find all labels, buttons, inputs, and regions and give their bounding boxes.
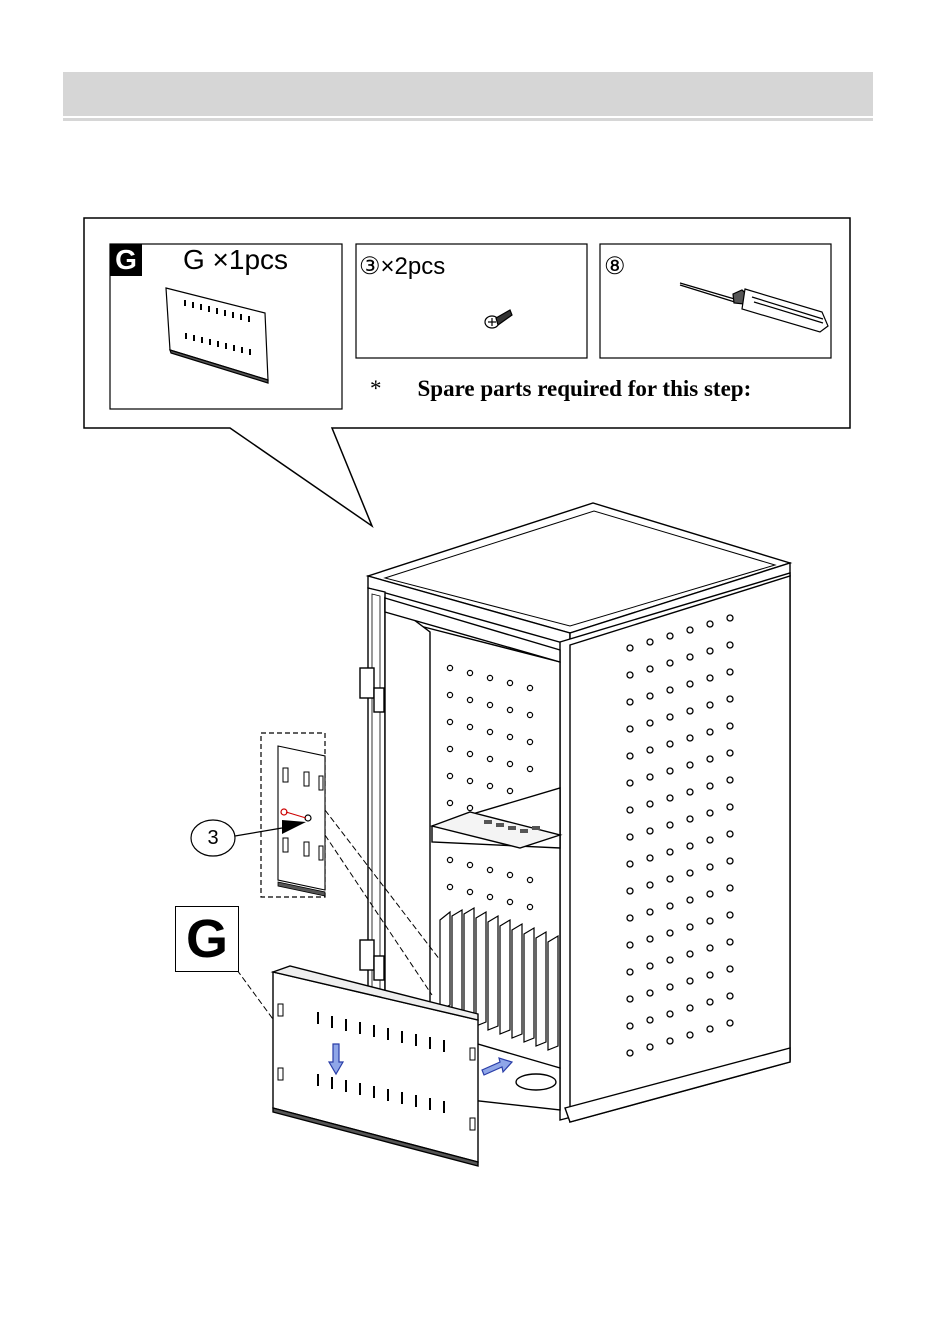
note-star: * bbox=[370, 376, 382, 401]
hinge-top bbox=[360, 668, 374, 698]
note-text: Spare parts required for this step: bbox=[418, 376, 752, 401]
part-g-quantity: G ×1pcs bbox=[183, 244, 288, 276]
part-screw-quantity: ③×2pcs bbox=[359, 252, 445, 281]
part-g-letter-badge: G bbox=[110, 244, 142, 276]
part-screwdriver-id: ⑧ bbox=[604, 252, 626, 281]
spare-parts-note: * Spare parts required for this step: bbox=[370, 376, 751, 402]
panel-label-g: G bbox=[175, 906, 239, 972]
detail-zoom bbox=[261, 733, 325, 897]
part-screwdriver-box bbox=[600, 244, 831, 358]
hinge-bottom bbox=[360, 940, 374, 970]
callout-number: 3 bbox=[190, 818, 236, 858]
